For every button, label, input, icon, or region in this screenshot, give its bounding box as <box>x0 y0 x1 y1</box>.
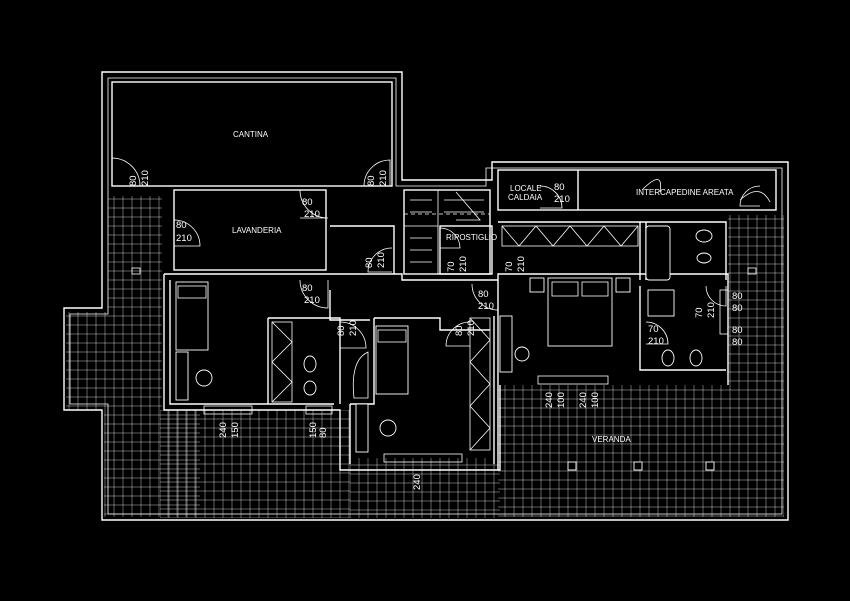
ripostiglio-room <box>439 225 493 275</box>
veranda-posts <box>567 461 715 471</box>
dim-rip-door-w: 70 <box>446 261 457 272</box>
tile-grid <box>498 215 784 517</box>
label-ripostiglio: RIPOSTIGLIO <box>446 233 497 242</box>
dim-window-m1-h: 100 <box>556 392 567 408</box>
dim-lav-door-w: 80 <box>302 197 313 208</box>
dim-bath1-door-h: 210 <box>348 320 359 336</box>
dim-bath2-door-h: 210 <box>648 336 664 347</box>
dim-window-m2-w: 240 <box>578 392 589 408</box>
dim-rip-door-h: 210 <box>458 256 469 272</box>
dim-window-m2-h: 100 <box>590 392 601 408</box>
label-intercapedine: INTERCAPEDINE AREATA <box>636 188 734 197</box>
door-swings <box>111 157 761 349</box>
dim-room1-door-w: 80 <box>302 283 313 294</box>
lavanderia-room <box>173 189 327 271</box>
outer-walls <box>63 71 789 521</box>
dim-cantina-door-w: 80 <box>128 175 139 186</box>
dim-master-door-w: 80 <box>478 289 489 300</box>
dim-master-door-h: 210 <box>478 301 494 312</box>
dim-window-east-2b: 80 <box>732 337 743 348</box>
dim-bath3-door-h: 210 <box>706 302 717 318</box>
dim-hall-door-w: 80 <box>364 257 375 268</box>
dim-window-m1-w: 240 <box>544 392 555 408</box>
dim-window-s3-w: 240 <box>412 474 423 490</box>
dim-window-east-1b: 80 <box>732 303 743 314</box>
dim-window-s2-w: 80 <box>318 427 329 438</box>
dim-caldaia-door-h: 210 <box>554 194 570 205</box>
dim-room1-door-h: 210 <box>304 295 320 306</box>
label-cantina: CANTINA <box>233 130 269 139</box>
label-veranda: VERANDA <box>592 435 631 444</box>
beds <box>175 277 631 453</box>
windows <box>131 267 757 463</box>
dim-cantina-door-h: 210 <box>140 170 151 186</box>
dim-window-s1-w: 240 <box>218 422 229 438</box>
dim-cantina-door2-w: 80 <box>366 175 377 186</box>
dim-wardrobe-door-h: 210 <box>516 256 527 272</box>
dim-room2-door-h: 210 <box>466 320 477 336</box>
wardrobe <box>271 225 639 451</box>
dim-bath1-door-w: 80 <box>336 325 347 336</box>
cantina-room <box>111 81 393 187</box>
dim-room2-door-w: 80 <box>454 325 465 336</box>
staircase <box>403 189 491 275</box>
dim-lav-door2-h: 210 <box>176 233 192 244</box>
dim-bath2-door-w: 70 <box>648 324 659 335</box>
dim-bath3-door-w: 70 <box>694 307 705 318</box>
dim-cantina-door2-h: 210 <box>378 170 389 186</box>
interior-walls <box>163 221 729 471</box>
intercapedine-room <box>497 169 777 211</box>
dim-window-east-2a: 80 <box>732 325 743 336</box>
tile-grid <box>160 410 350 518</box>
label-lavanderia: LAVANDERIA <box>232 226 282 235</box>
label-caldaia: CALDAIA <box>508 193 543 202</box>
dimension-labels: 80 210 80 210 80 210 80 210 80 210 80 21… <box>128 170 743 490</box>
label-locale: LOCALE <box>510 184 542 193</box>
dim-lav-door2-w: 80 <box>176 220 187 231</box>
bath-fixtures <box>195 179 771 437</box>
dim-wardrobe-door-w: 70 <box>504 261 515 272</box>
dim-window-east-1a: 80 <box>732 291 743 302</box>
dim-caldaia-door-w: 80 <box>554 182 565 193</box>
tile-grid <box>350 458 500 518</box>
dim-hall-door-h: 210 <box>376 252 387 268</box>
dim-lav-door-h: 210 <box>304 209 320 220</box>
dim-window-s2-h: 150 <box>308 422 319 438</box>
dim-window-s1-h: 150 <box>230 422 241 438</box>
